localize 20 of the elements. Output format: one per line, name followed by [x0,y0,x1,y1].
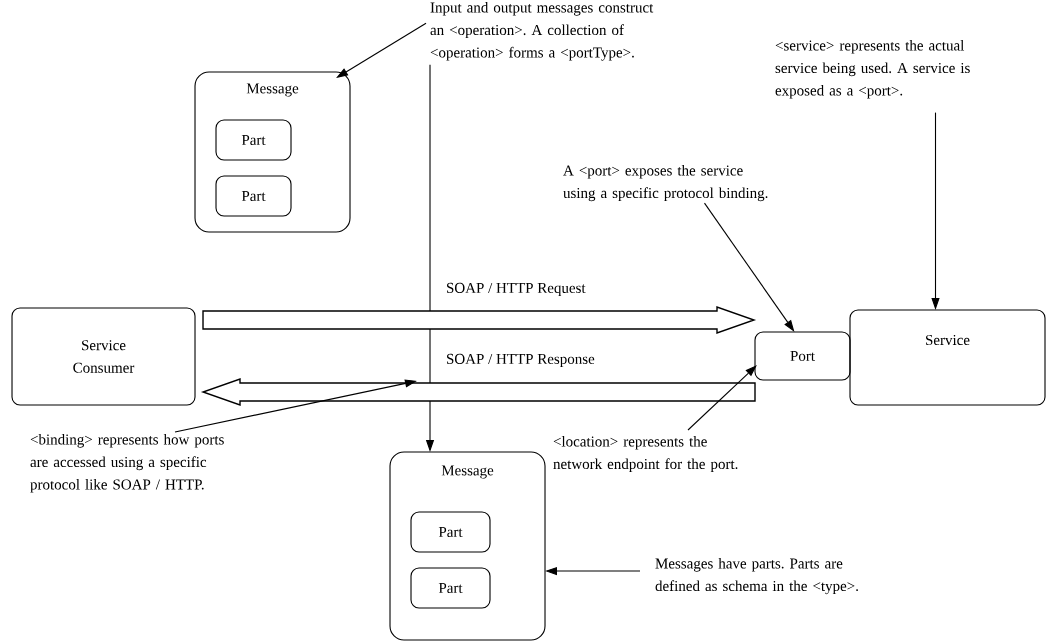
process-box: Part [215,119,292,161]
block-arrow [200,378,756,406]
edge-label: SOAP / HTTP Response [447,353,595,367]
edge-label: SOAP / HTTP Request [447,282,586,296]
process-box: Service Consumer [11,307,196,406]
annotation-text: <service> represents the actual service being used. A service is exposed as a <port>. [775,40,970,99]
annotation-text: <location> represents the network endpoint for the port. [553,436,738,473]
process-box: Service [849,309,1046,406]
leader-line [687,365,757,431]
process-box: Part [410,567,491,609]
process-box: Part [215,175,292,217]
leader-line [336,22,427,78]
annotation-text: <binding> represents how ports are accessed using a specific protocol like SOAP / HTTP. [30,434,224,493]
leader-line [703,202,795,332]
process-box: Part [410,511,491,553]
annotation-text: Messages have parts. Parts are defined as schema in the <type>. [655,558,858,595]
process-box: Port [754,331,851,381]
annotation-text: Input and output messages construct an <operation>. A collection of <operation> forms a <portType>. [430,2,654,61]
block-arrow [202,306,757,334]
annotation-text: A <port> exposes the service using a specific protocol binding. [563,165,768,202]
